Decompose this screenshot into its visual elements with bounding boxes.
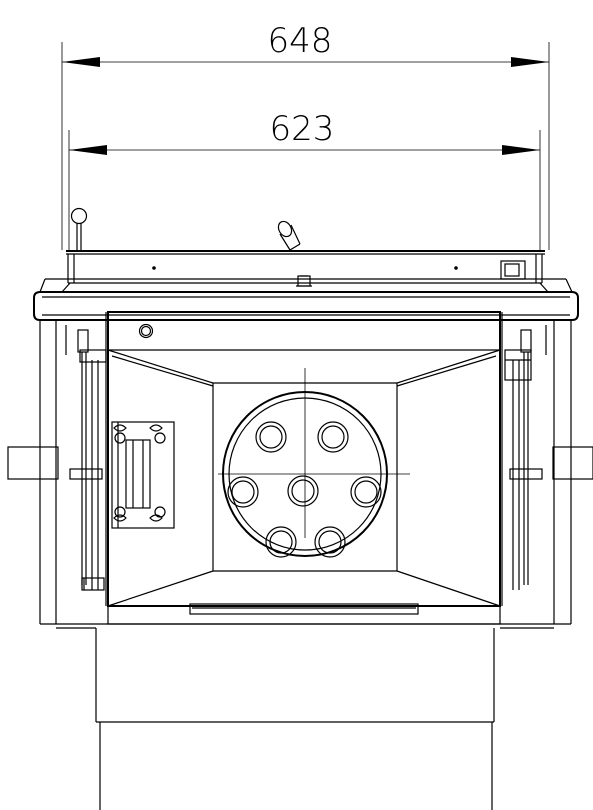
outer-housing — [39, 320, 572, 629]
side-rod-left — [77, 329, 107, 591]
lever-pin-center — [277, 220, 301, 251]
lever-knob-left — [70, 207, 88, 251]
clamp-plate — [111, 421, 175, 529]
dimension-label-overall: 648 — [268, 21, 333, 61]
flange — [33, 278, 579, 321]
side-rod-right — [504, 329, 532, 590]
dimension-inner: 623 — [68, 109, 541, 252]
rotor-pockets — [227, 421, 382, 558]
side-pin-left — [7, 446, 103, 480]
rotor-disc — [218, 368, 410, 558]
center-knob — [296, 275, 312, 287]
top-rail — [66, 250, 545, 284]
lower-column — [95, 628, 495, 810]
hopper-body — [105, 311, 503, 607]
bottom-strip — [96, 603, 501, 625]
dimension-overall: 648 — [61, 21, 550, 250]
dimension-label-inner: 623 — [270, 109, 335, 149]
side-pin-right — [509, 446, 593, 480]
